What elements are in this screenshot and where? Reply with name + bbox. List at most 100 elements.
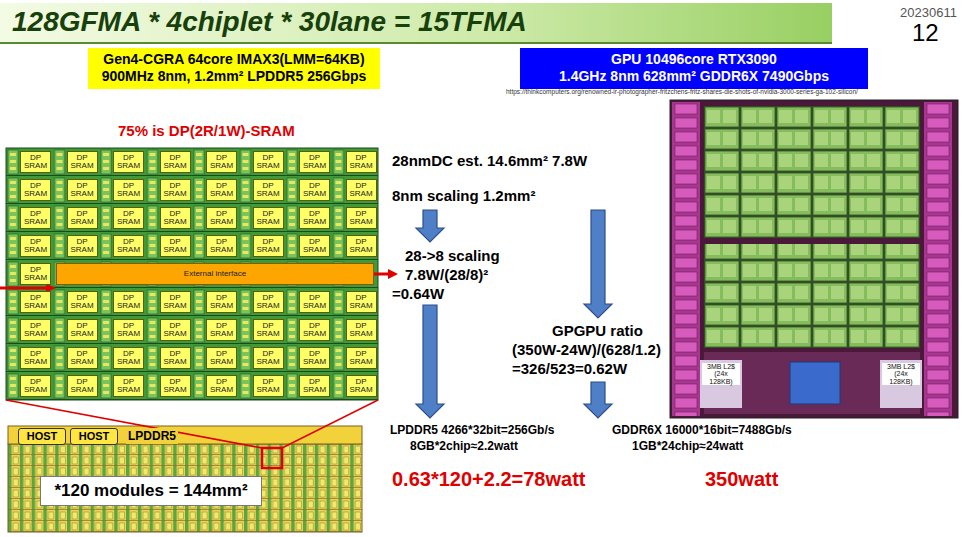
sram-cell: DP SRAM <box>67 151 98 173</box>
memory-spec: LPDDR5 4266*32bit=256Gb/s <box>390 424 554 438</box>
box-text: DP SRAM <box>68 378 97 394</box>
box-text: DP SRAM <box>300 350 329 366</box>
sram-cell: DP SRAM <box>160 319 191 341</box>
sram-cell: DP SRAM <box>253 151 284 173</box>
sram-cell: DP SRAM <box>67 291 98 313</box>
sram-cell: DP SRAM <box>253 291 284 313</box>
box-text: DP SRAM <box>347 210 376 226</box>
sram-cell: DP SRAM <box>346 235 377 257</box>
sram-cell: DP SRAM <box>20 291 51 313</box>
sram-cell: DP SRAM <box>67 207 98 229</box>
box-text: DP SRAM <box>114 182 143 198</box>
box-text: DP SRAM <box>254 322 283 338</box>
date-stamp: 20230611 <box>900 6 957 21</box>
calculation-text: =326/523=0.62W <box>512 360 627 377</box>
title-banner <box>0 3 832 43</box>
box-text: DP SRAM <box>254 294 283 310</box>
sram-cell: DP SRAM <box>253 207 284 229</box>
memory-label: LPDDR5 <box>126 428 178 444</box>
sram-cell: DP SRAM <box>20 151 51 173</box>
sram-cell: DP SRAM <box>20 263 51 285</box>
box-text: 1.4GHz 8nm 628mm² GDDR6X 7490Gbps <box>559 68 829 86</box>
sram-cell: DP SRAM <box>299 375 330 397</box>
box-text: DP SRAM <box>21 266 50 282</box>
box-text: DP SRAM <box>300 182 329 198</box>
page-number: 12 <box>912 20 939 46</box>
box-text: DP SRAM <box>68 350 97 366</box>
box-text: DP SRAM <box>254 210 283 226</box>
sram-cell: DP SRAM <box>253 235 284 257</box>
box-text: DP SRAM <box>347 350 376 366</box>
box-text: DP SRAM <box>207 322 236 338</box>
sram-cell: DP SRAM <box>113 179 144 201</box>
box-text: DP SRAM <box>68 210 97 226</box>
box-text: DP SRAM <box>300 378 329 394</box>
box-text: DP SRAM <box>114 238 143 254</box>
box-text: DP SRAM <box>347 238 376 254</box>
box-text: DP SRAM <box>21 322 50 338</box>
box-text: DP SRAM <box>21 210 50 226</box>
sram-cell: DP SRAM <box>20 319 51 341</box>
sram-cell: DP SRAM <box>67 235 98 257</box>
interface-band: External interface <box>56 263 374 285</box>
box-text: GPU 10496core RTX3090 <box>611 51 777 69</box>
box-text: DP SRAM <box>21 154 50 170</box>
sram-cell: DP SRAM <box>160 347 191 369</box>
sram-cell: DP SRAM <box>20 347 51 369</box>
sram-cell: DP SRAM <box>67 179 98 201</box>
box-text: DP SRAM <box>207 294 236 310</box>
sram-cell: DP SRAM <box>299 291 330 313</box>
sram-cell: DP SRAM <box>160 179 191 201</box>
calculation-text: 28->8 scaling <box>405 247 500 264</box>
power-total: 350watt <box>705 468 778 491</box>
box-text: DP SRAM <box>114 154 143 170</box>
box-text: DP SRAM <box>207 210 236 226</box>
title-rule <box>0 42 832 44</box>
box-text: DP SRAM <box>347 378 376 394</box>
sram-cell: DP SRAM <box>206 151 237 173</box>
box-text: DP SRAM <box>114 210 143 226</box>
zoom-leader <box>6 400 378 468</box>
sram-cell: DP SRAM <box>113 375 144 397</box>
box-text: DP SRAM <box>300 294 329 310</box>
slide-title: 128GFMA * 4chiplet * 30lane = 15TFMA <box>12 5 527 39</box>
module-array <box>8 426 362 532</box>
box-text: HOST <box>79 431 110 442</box>
box-text: DP SRAM <box>21 238 50 254</box>
box-text: DP SRAM <box>347 154 376 170</box>
sram-cell: DP SRAM <box>346 291 377 313</box>
sram-cell: DP SRAM <box>67 347 98 369</box>
box-text: DP SRAM <box>207 350 236 366</box>
sram-cell: DP SRAM <box>20 179 51 201</box>
memory-spec: GDDR6X 16000*16bit=7488Gb/s <box>612 424 792 438</box>
box-text: DP SRAM <box>347 294 376 310</box>
host-tag: HOST <box>70 428 118 445</box>
box-text: DP SRAM <box>207 378 236 394</box>
box-text: Gen4-CGRA 64core IMAX3(LMM=64KB) <box>103 51 364 69</box>
box-text: DP SRAM <box>254 182 283 198</box>
box-text: DP SRAM <box>254 378 283 394</box>
calculation-text: 28nmDC est. 14.6mm² 7.8W <box>392 152 587 169</box>
sram-cell: DP SRAM <box>299 151 330 173</box>
sram-cell: DP SRAM <box>346 319 377 341</box>
sram-cell: DP SRAM <box>206 179 237 201</box>
sram-cell: DP SRAM <box>160 375 191 397</box>
sram-cell: DP SRAM <box>206 207 237 229</box>
box-text: DP SRAM <box>21 182 50 198</box>
box-text: DP SRAM <box>254 350 283 366</box>
sram-cell: DP SRAM <box>113 151 144 173</box>
gpu-die-shot <box>670 100 958 418</box>
sram-cell: DP SRAM <box>206 319 237 341</box>
box-text: DP SRAM <box>207 154 236 170</box>
box-text: External interface <box>184 270 246 278</box>
sram-cell: DP SRAM <box>113 291 144 313</box>
box-text: DP SRAM <box>161 378 190 394</box>
box-text: DP SRAM <box>300 238 329 254</box>
sram-cell: DP SRAM <box>253 347 284 369</box>
spec-box: Gen4-CGRA 64core IMAX3(LMM=64KB)900MHz 8… <box>88 48 380 89</box>
box-text: DP SRAM <box>114 294 143 310</box>
note: 75% is DP(2R/1W)-SRAM <box>118 122 295 139</box>
calculation-text: 7.8W/(28/8)² <box>405 266 488 283</box>
calculation-text: (350W-24W)/(628/1.2) <box>512 341 661 358</box>
power-total: 0.63*120+2.2=78watt <box>392 468 586 491</box>
